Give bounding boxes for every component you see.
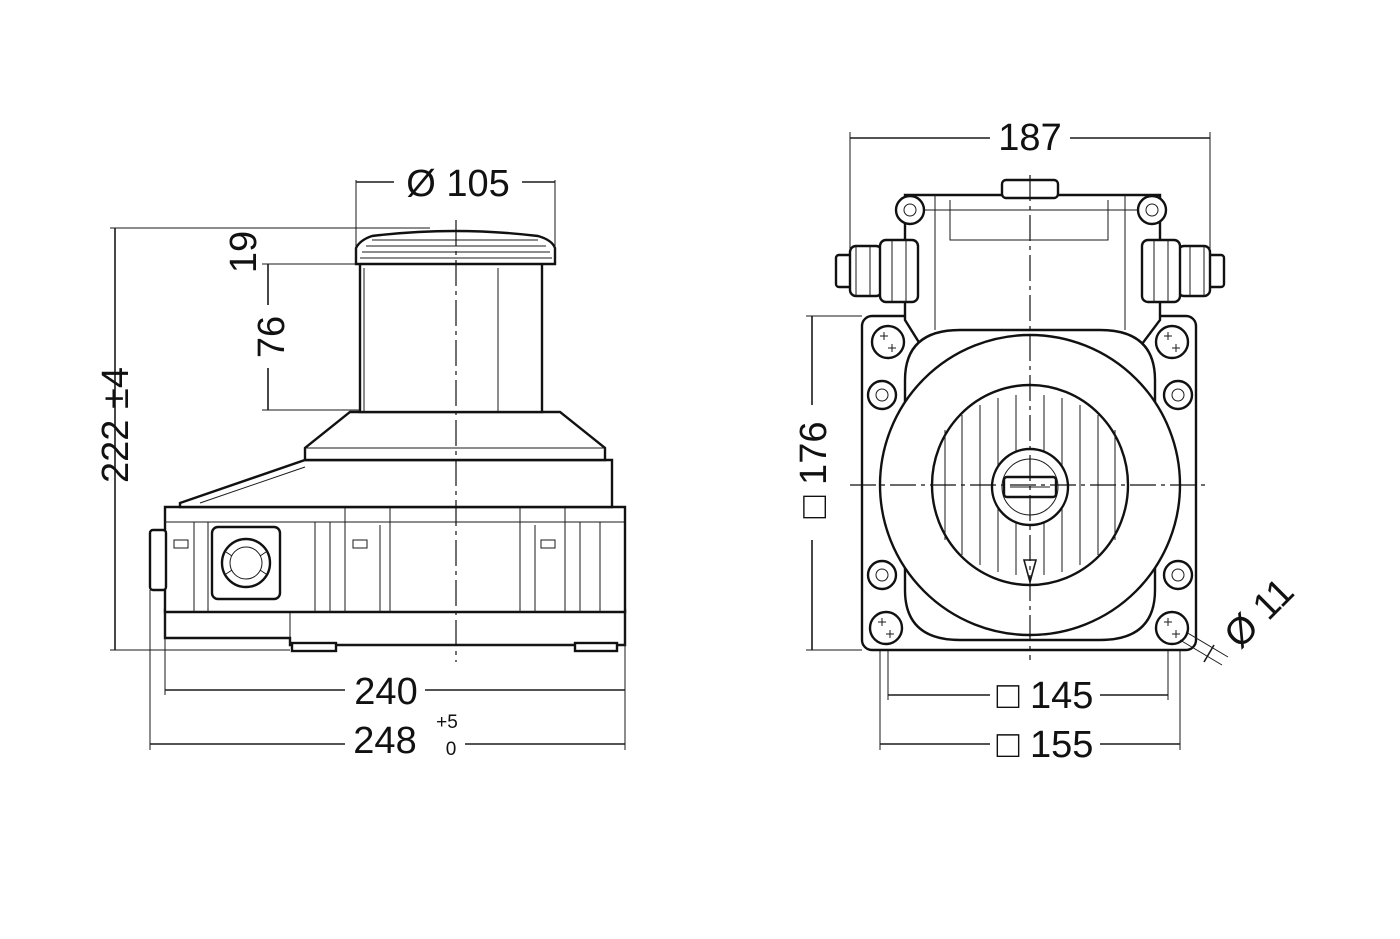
dim-top-height-19: 19	[223, 231, 265, 273]
base-plate	[163, 608, 627, 647]
dim-drum-height-76: 76	[251, 316, 293, 358]
dim-overall-width-248: 248	[353, 720, 416, 762]
dim-base-width-240: 240	[354, 671, 417, 713]
dim-hole-spacing-145: □ 145	[997, 675, 1094, 717]
dim-width-187: 187	[998, 117, 1061, 159]
capstan-drum	[358, 260, 544, 414]
side-view: Ø 105 222 ±4 19 76 240 248 +5 0	[95, 163, 627, 762]
mounting-hole-top-left	[870, 324, 906, 360]
dim-hole-diameter-11: Ø 11	[1217, 571, 1303, 657]
left-cable-gland	[834, 238, 920, 304]
dim-overall-width-tol-lower: 0	[446, 739, 457, 760]
dim-overall-width-tol-upper: +5	[436, 712, 458, 733]
mounting-hole-top-right	[1154, 324, 1190, 360]
front-view: 187 □ 176 □ 145 □ 155 Ø 11	[793, 117, 1302, 766]
top-cover	[178, 458, 614, 509]
dim-total-height: 222 ±4	[95, 367, 137, 483]
capstan-cap	[354, 229, 557, 266]
dim-diameter-105: Ø 105	[406, 163, 510, 205]
dim-base-square-155: □ 155	[997, 724, 1094, 766]
mounting-hole-bottom-left	[868, 610, 904, 646]
dim-height-176: □ 176	[793, 422, 835, 519]
right-cable-gland	[1140, 238, 1226, 304]
mounting-hole-bottom-right	[1154, 610, 1190, 646]
